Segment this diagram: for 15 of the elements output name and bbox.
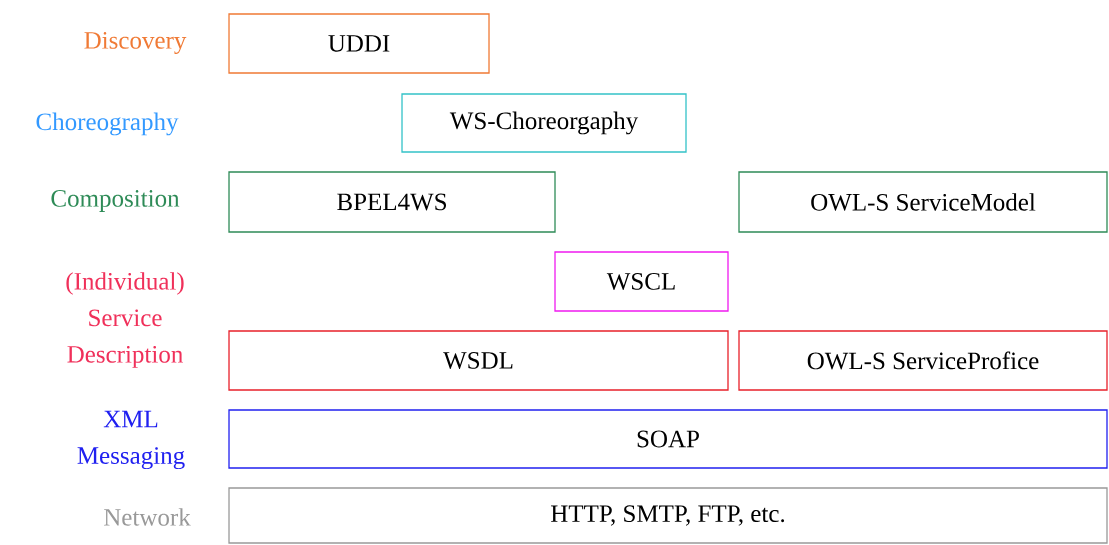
layer-box: WSDL xyxy=(228,330,729,391)
layer-box: OWL-S ServiceProfice xyxy=(738,330,1108,391)
layer-label: (Individual) Service Description xyxy=(66,272,184,368)
layer-label: XML Messaging xyxy=(77,410,185,470)
layer-box: SOAP xyxy=(228,409,1108,469)
layer-box: WSCL xyxy=(554,251,729,312)
layer-box: OWL-S ServiceModel xyxy=(738,171,1108,233)
layer-label: Network xyxy=(104,508,191,526)
layer-label: Choreography xyxy=(36,112,179,136)
layer-box: BPEL4WS xyxy=(228,171,556,233)
layer-box: WS-Choreorgaphy xyxy=(401,93,687,153)
layer-box: HTTP, SMTP, FTP, etc. xyxy=(228,487,1108,544)
layer-label: Discovery xyxy=(84,32,187,54)
layer-box: UDDI xyxy=(228,13,490,74)
layer-label: Composition xyxy=(51,190,180,212)
